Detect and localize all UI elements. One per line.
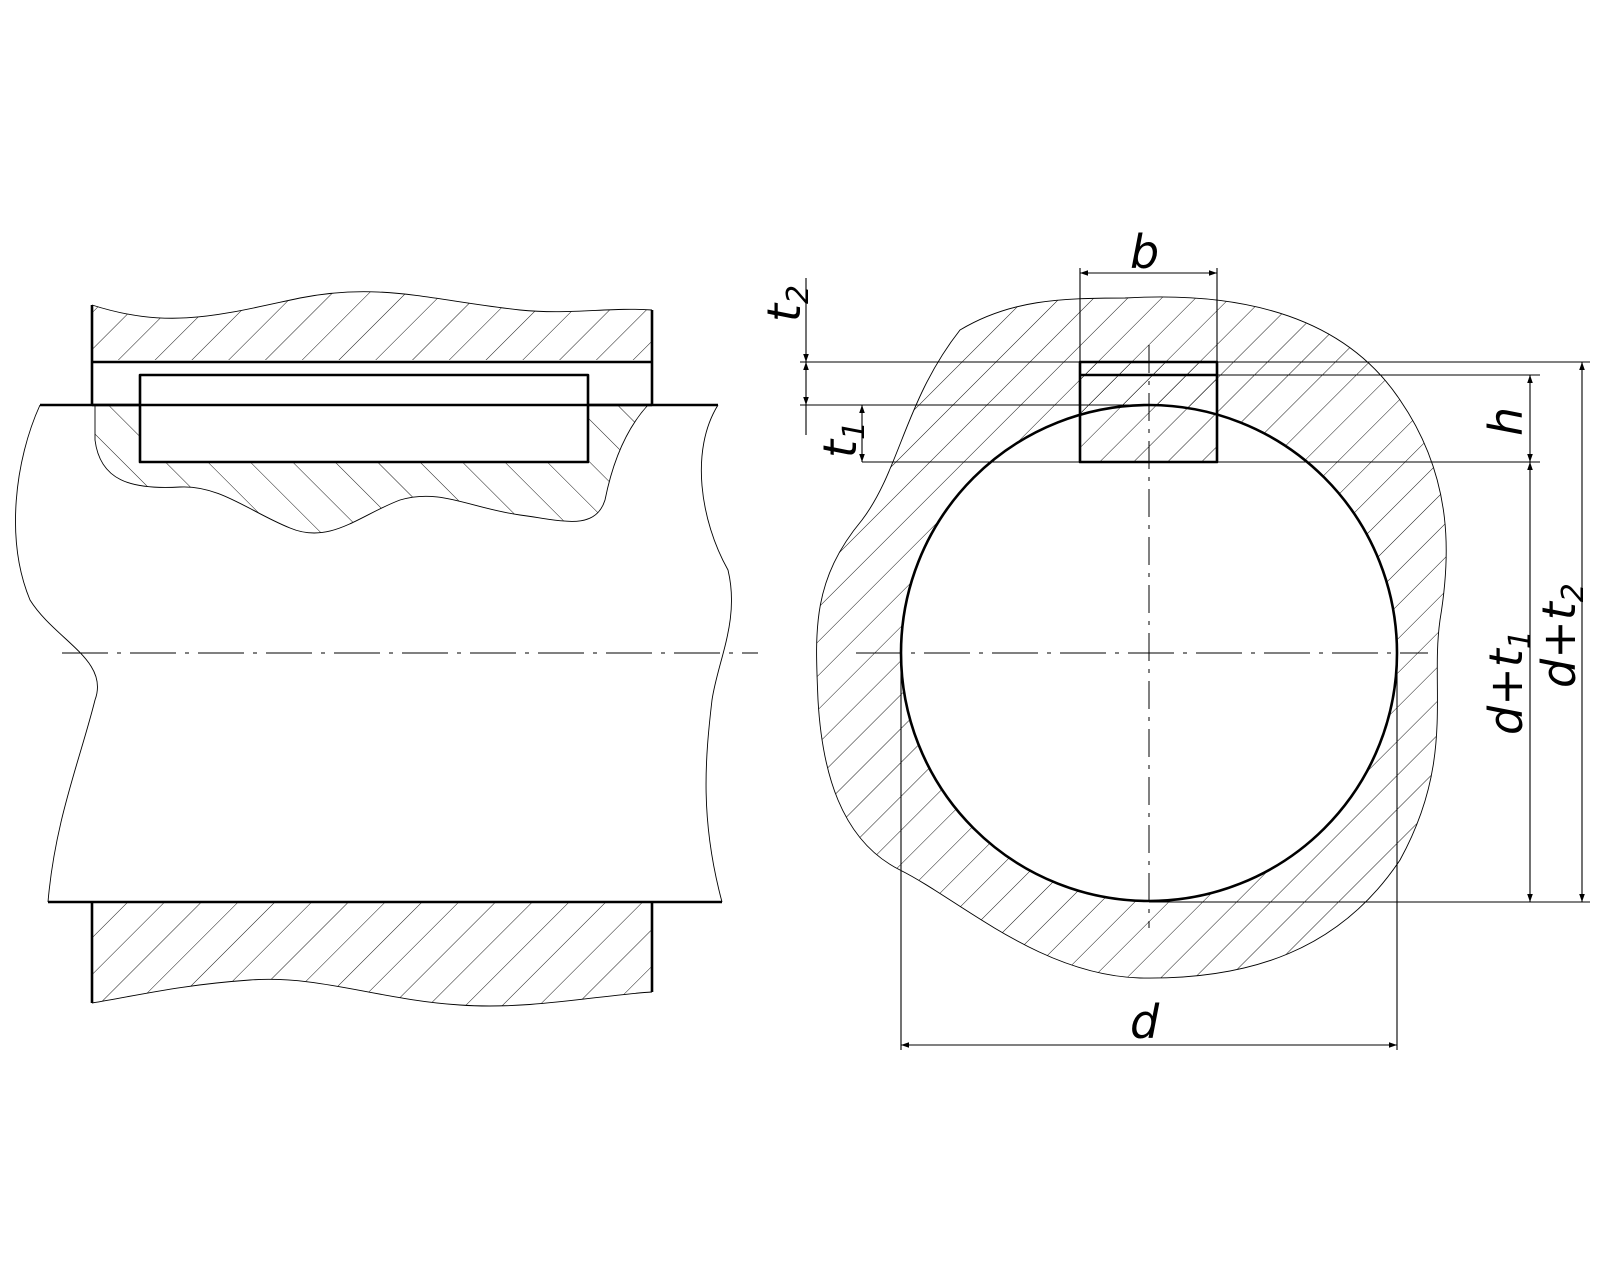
dim-t2-label: t2: [757, 285, 816, 322]
cross-section-view: b t2 t1 h d+t1 d+t2 d: [757, 225, 1591, 1050]
dim-b-label: b: [1130, 225, 1159, 279]
dim-d-label: d: [1130, 995, 1160, 1049]
hub-bottom-section: [92, 902, 652, 1007]
dim-d-plus-t2-label: d+t2: [1532, 583, 1591, 688]
dim-t1-label: t1: [813, 421, 872, 458]
shaft-breakout-section: [95, 405, 648, 534]
dim-h-label: h: [1479, 407, 1533, 436]
key-side-view: [138, 373, 590, 464]
dim-d-plus-t1-label: d+t1: [1479, 630, 1538, 735]
longitudinal-view: [15, 291, 758, 1007]
hub-top-section: [92, 291, 652, 360]
